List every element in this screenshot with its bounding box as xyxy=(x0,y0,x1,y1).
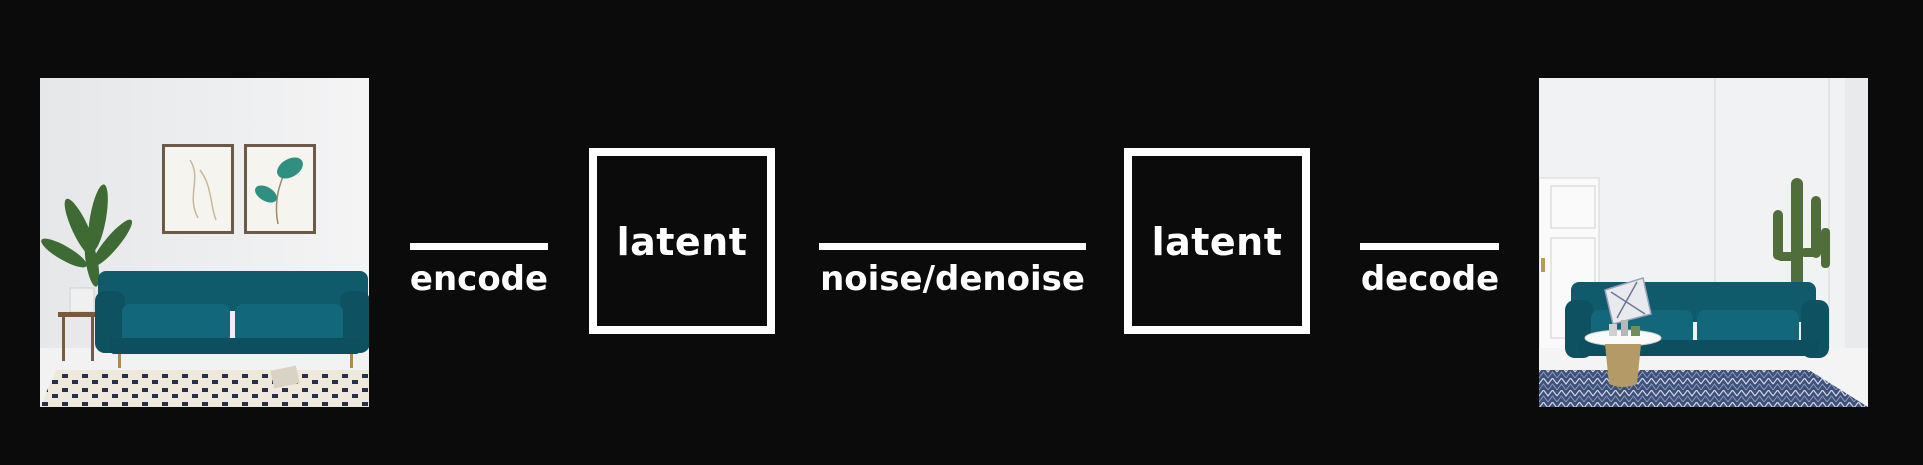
decode-label: decode xyxy=(1360,259,1500,299)
input-room-image xyxy=(40,78,369,407)
output-room-image xyxy=(1539,78,1868,407)
latent-label-2: latent xyxy=(1151,220,1283,264)
latent-label-1: latent xyxy=(616,220,748,264)
latent-box-1: latent xyxy=(589,148,775,334)
encode-label: encode xyxy=(409,259,549,299)
decode-connector-line xyxy=(1360,243,1499,250)
input-room-illustration xyxy=(40,78,369,407)
latent-box-2: latent xyxy=(1124,148,1310,334)
encode-connector-line xyxy=(410,243,548,250)
output-room-illustration xyxy=(1539,78,1868,407)
noise-denoise-label: noise/denoise xyxy=(820,259,1085,299)
noise-denoise-connector-line xyxy=(819,243,1086,250)
